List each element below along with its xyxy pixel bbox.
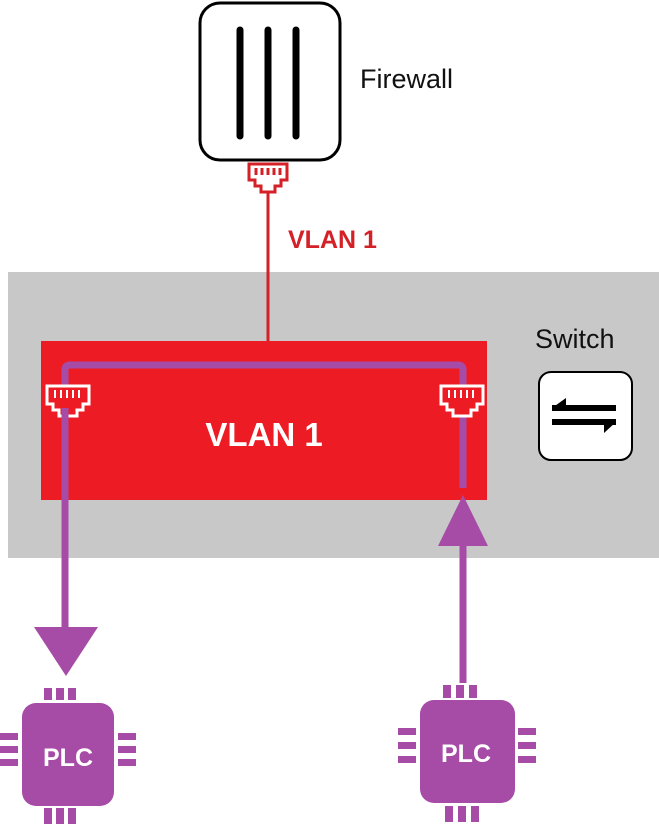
plc-left-label: PLC (43, 744, 93, 772)
arrow-up-icon (438, 495, 488, 546)
arrow-down-icon (34, 627, 98, 676)
switch-label: Switch (535, 324, 615, 354)
firewall-ethernet-port-icon (247, 162, 289, 194)
traffic-path (61, 361, 467, 488)
plc-right-device[interactable] (398, 685, 536, 822)
plc-left-device[interactable] (0, 688, 136, 824)
firewall-device[interactable] (198, 1, 342, 162)
vlan-box-label: VLAN 1 (205, 416, 322, 453)
firewall-label: Firewall (360, 64, 453, 94)
plc-right-label: PLC (441, 740, 491, 768)
plc-right-chip-icon (420, 700, 515, 803)
vlan-port-left-icon (45, 384, 91, 418)
plc-left-chip-icon (22, 703, 114, 806)
uplink-vlan-label: VLAN 1 (288, 226, 377, 254)
vlan-port-right-icon (439, 384, 485, 418)
switch-arrows-icon[interactable] (538, 371, 633, 461)
